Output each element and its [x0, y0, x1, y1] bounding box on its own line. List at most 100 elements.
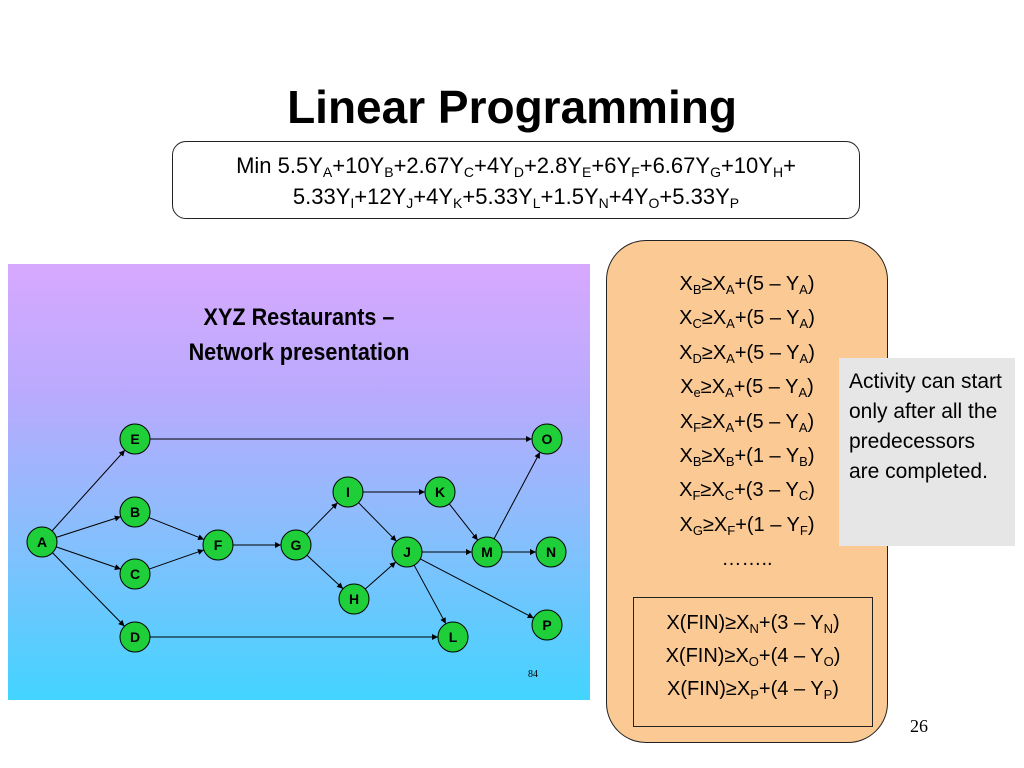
subscript: A — [725, 282, 735, 297]
network-edges — [51, 436, 541, 640]
edge-A-E — [51, 449, 126, 532]
subscript: O — [648, 195, 660, 211]
finish-constraint-line: X(FIN)≥XP+(4 – YP) — [667, 678, 839, 702]
edge-B-F — [148, 517, 205, 541]
node-K: K — [424, 476, 456, 508]
node-circle — [202, 529, 234, 561]
node-label: N — [546, 544, 556, 560]
node-A: A — [26, 526, 58, 558]
node-circle — [26, 526, 58, 558]
subscript: B — [692, 454, 702, 470]
node-M: M — [471, 536, 503, 568]
network-diagram: A B C D E F G H I J K L M N O P — [26, 423, 567, 653]
node-label: P — [542, 617, 551, 633]
node-label: H — [349, 591, 359, 607]
subscript: P — [729, 195, 740, 211]
network-title-line-1: XYZ Restaurants – — [203, 304, 395, 331]
subscript: D — [513, 164, 524, 180]
subscript: K — [453, 195, 463, 211]
node-D: D — [119, 621, 151, 653]
subscript: A — [799, 316, 809, 332]
node-E: E — [119, 423, 151, 455]
constraint-line: XB≥XB+(1 – YB) — [679, 445, 815, 470]
subscript: N — [598, 195, 609, 211]
node-P: P — [531, 609, 563, 641]
predecessor-note: Activity can start only after all the pr… — [839, 358, 1015, 546]
node-F: F — [202, 529, 234, 561]
objective-line-2: 5.33YI+12YJ+4YK+5.33YL+1.5YN+4YO+5.33YP — [292, 184, 740, 211]
finish-constraint-line: X(FIN)≥XO+(4 – YO) — [665, 645, 841, 669]
node-O: O — [531, 423, 563, 455]
node-G: G — [280, 529, 312, 561]
objective-line-1: Min 5.5YA+10YB+2.67YC+4YD+2.8YE+6YF+6.67… — [236, 153, 796, 180]
subscript: e — [693, 385, 701, 401]
edge-M-O — [493, 452, 541, 539]
page-title: Linear Programming — [287, 81, 737, 133]
subscript: A — [725, 419, 735, 435]
subscript: A — [798, 419, 808, 435]
subscript: I — [350, 195, 355, 211]
node-label: K — [435, 484, 445, 500]
subscript: F — [692, 488, 701, 504]
node-J: J — [391, 536, 423, 568]
node-circle — [119, 621, 151, 653]
subscript: B — [692, 282, 702, 297]
node-L: L — [437, 621, 469, 653]
edge-A-C — [56, 546, 121, 571]
subscript: G — [710, 164, 721, 180]
node-circle — [535, 536, 567, 568]
subscript: B — [384, 164, 394, 180]
finish-constraints-box: X(FIN)≥XN+(3 – YN)X(FIN)≥XO+(4 – YO)X(FI… — [633, 597, 873, 727]
slide-number: 84 — [528, 669, 538, 680]
node-circle — [338, 583, 370, 615]
node-circle — [391, 536, 423, 568]
constraint-line: XC≥XA+(5 – YA) — [679, 307, 815, 332]
node-label: C — [130, 566, 140, 582]
node-N: N — [535, 536, 567, 568]
subscript: O — [823, 654, 834, 669]
subscript: A — [798, 385, 808, 401]
subscript: F — [799, 522, 808, 538]
subscript: C — [463, 164, 475, 180]
subscript: L — [532, 195, 541, 211]
subscript: A — [725, 385, 734, 401]
node-label: E — [130, 431, 139, 447]
node-H: H — [338, 583, 370, 615]
node-circle — [437, 621, 469, 653]
edge-A-D — [52, 552, 125, 627]
subscript: C — [724, 488, 735, 504]
subscript: A — [726, 350, 735, 366]
node-label: I — [346, 484, 350, 500]
constraint-line: Xe≥XA+(5 – YA) — [680, 376, 814, 401]
network-title-line-2: Network presentation — [188, 339, 410, 366]
constraints-panel: XB≥XA+(5 – YA)XC≥XA+(5 – YA)XD≥XA+(5 – Y… — [606, 240, 888, 743]
edge-K-M — [448, 503, 479, 541]
page-number: 26 — [910, 716, 928, 736]
node-B: B — [119, 496, 151, 528]
node-label: L — [449, 629, 458, 645]
subscript: J — [406, 195, 414, 211]
subscript: B — [725, 454, 735, 470]
node-circle — [531, 423, 563, 455]
subscript: E — [582, 164, 592, 180]
node-circle — [424, 476, 456, 508]
subscript: C — [692, 316, 702, 332]
node-circle — [471, 536, 503, 568]
subscript: C — [798, 488, 809, 504]
objective-function-box: Min 5.5YA+10YB+2.67YC+4YD+2.8YE+6YF+6.67… — [172, 141, 860, 219]
subscript: N — [823, 621, 833, 636]
subscript: G — [692, 522, 703, 538]
edge-C-F — [148, 549, 205, 570]
subscript: A — [726, 316, 735, 332]
constraint-line: XB≥XA+(5 – YA) — [679, 273, 815, 297]
subscript: F — [631, 164, 640, 180]
edge-G-H — [306, 554, 344, 590]
edge-G-I — [306, 502, 338, 535]
node-label: D — [130, 629, 140, 645]
network-slide: XYZ Restaurants – Network presentation A… — [8, 264, 590, 700]
constraint-line: XF≥XA+(5 – YA) — [679, 410, 815, 435]
node-label: M — [481, 544, 493, 560]
subscript: O — [748, 654, 759, 669]
constraint-line: XF≥XC+(3 – YC) — [679, 479, 815, 504]
node-circle — [119, 558, 151, 590]
